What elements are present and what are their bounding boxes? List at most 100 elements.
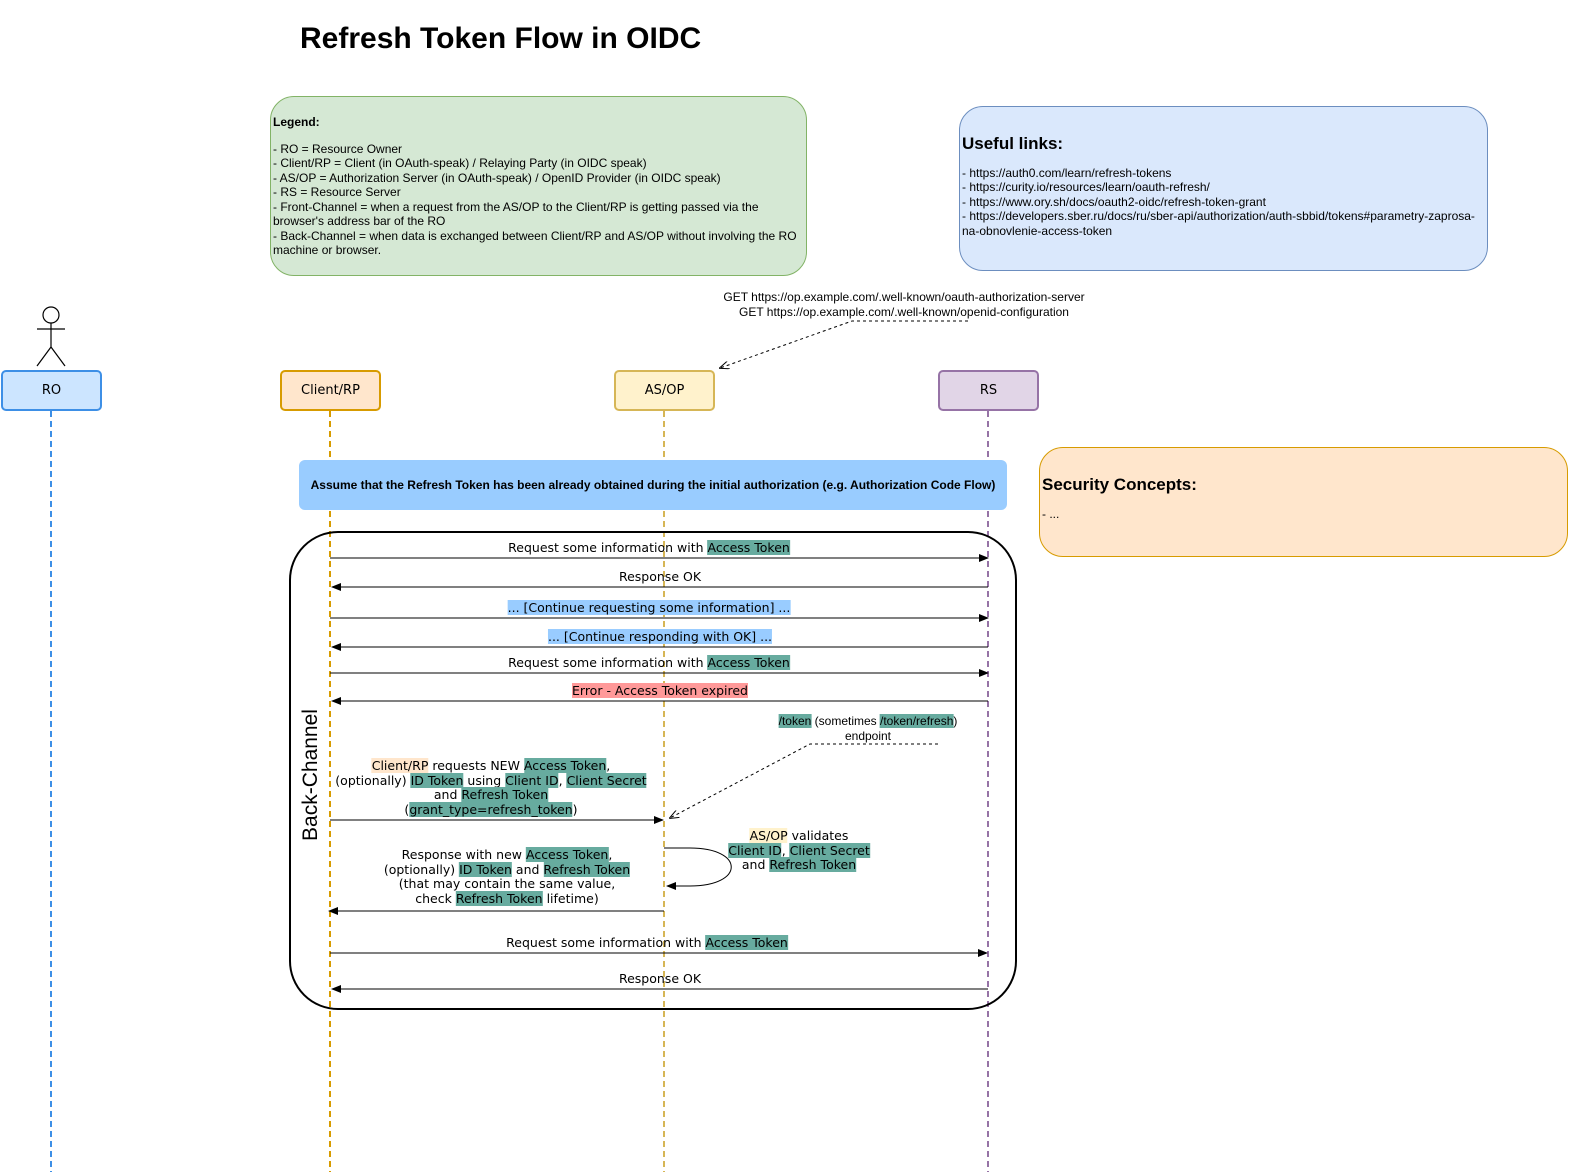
message-text: using xyxy=(463,772,506,788)
continue-highlight: ... [Continue responding with OK] ... xyxy=(547,629,773,644)
token-highlight: Client Secret xyxy=(789,842,870,858)
token-highlight: Refresh Token xyxy=(543,861,631,877)
token-highlight: grant_type=refresh_token xyxy=(409,801,573,817)
message-text: Request some information with xyxy=(508,655,708,670)
validates-line: and Refresh Token xyxy=(728,857,870,873)
message-text: (optionally) xyxy=(383,861,460,877)
message-label: Response OK xyxy=(618,971,702,986)
token-endpoint-label: /token (sometimes /token/refresh) endpoi… xyxy=(778,714,958,744)
validates-line: AS/OP validates xyxy=(728,828,870,844)
endpoint-highlight: /token/refresh xyxy=(880,714,954,728)
legend-line: - AS/OP = Authorization Server (in OAuth… xyxy=(273,170,721,185)
discovery-line: GET https://op.example.com/.well-known/o… xyxy=(723,290,1085,304)
refresh-response-label: Response with new Access Token, (optiona… xyxy=(383,847,631,907)
participant-ro[interactable]: RO xyxy=(1,370,102,411)
error-highlight: Error - Access Token expired xyxy=(572,683,748,698)
legend-line: - Front-Channel = when a request from th… xyxy=(273,199,759,229)
token-highlight: Access Token xyxy=(707,540,790,555)
message-label: Request some information with Access Tok… xyxy=(508,655,790,671)
message-text: Response with new xyxy=(401,847,526,862)
message-label: Request some information with Access Tok… xyxy=(506,935,788,951)
page-title: Refresh Token Flow in OIDC xyxy=(300,22,702,55)
message-label: Error - Access Token expired xyxy=(572,683,748,699)
legend-note: Legend: - RO = Resource Owner - Client/R… xyxy=(270,96,807,276)
actor-icon xyxy=(36,306,66,367)
token-highlight: Refresh Token xyxy=(461,787,549,802)
refresh-request-label: Client/RP requests NEW Access Token, (op… xyxy=(335,758,647,818)
refresh-response-line: Response with new Access Token, xyxy=(384,847,630,863)
participant-client[interactable]: Client/RP xyxy=(280,370,381,411)
endpoint-text: ) xyxy=(953,714,958,728)
token-highlight: Client Secret xyxy=(566,772,647,788)
participant-asop[interactable]: AS/OP xyxy=(614,370,715,411)
refresh-request-line: (grant_type=refresh_token) xyxy=(335,801,646,818)
refresh-request-line: (optionally) ID Token using Client ID, C… xyxy=(335,772,647,789)
token-highlight: Access Token xyxy=(705,935,788,950)
message-text: , xyxy=(781,842,790,858)
token-highlight: Access Token xyxy=(707,655,790,670)
asop-highlight: AS/OP xyxy=(749,828,788,843)
message-text: and xyxy=(511,861,544,877)
link-item[interactable]: - https://curity.io/resources/learn/oaut… xyxy=(962,180,1210,194)
message-text: requests NEW xyxy=(428,758,524,773)
message-text: , xyxy=(608,847,613,862)
endpoint-highlight: /token xyxy=(778,714,812,728)
discovery-label: GET https://op.example.com/.well-known/o… xyxy=(723,290,1084,320)
legend-line: - RS = Resource Server xyxy=(273,185,401,199)
message-label: ... [Continue responding with OK] ... xyxy=(547,629,773,645)
refresh-request-line: Client/RP requests NEW Access Token, xyxy=(335,758,646,774)
discovery-line: GET https://op.example.com/.well-known/o… xyxy=(739,305,1069,319)
legend-line: - Back-Channel = when data is exchanged … xyxy=(273,228,797,258)
message-text: Request some information with xyxy=(506,935,706,950)
token-highlight: Refresh Token xyxy=(769,857,857,872)
message-text: lifetime) xyxy=(542,890,599,906)
message-text: check xyxy=(415,890,456,906)
useful-links-note: Useful links: - https://auth0.com/learn/… xyxy=(959,106,1488,271)
link-item[interactable]: - https://developers.sber.ru/docs/ru/sbe… xyxy=(962,209,1475,238)
link-item[interactable]: - https://auth0.com/learn/refresh-tokens xyxy=(962,165,1172,180)
legend-line: - RO = Resource Owner xyxy=(273,141,403,156)
refresh-response-line: (optionally) ID Token and Refresh Token xyxy=(383,861,631,878)
validates-label: AS/OP validates Client ID, Client Secret… xyxy=(728,828,870,873)
endpoint-text: (sometimes xyxy=(811,714,881,728)
refresh-response-line: (that may contain the same value, xyxy=(398,876,616,891)
client-highlight: Client/RP xyxy=(371,758,429,773)
security-concepts-note: Security Concepts: - ... xyxy=(1039,447,1568,557)
refresh-response-line: check Refresh Token lifetime) xyxy=(384,890,630,907)
validates-line: Client ID, Client Secret xyxy=(728,842,870,859)
message-text: , xyxy=(558,772,567,788)
message-text: ( xyxy=(404,801,410,817)
participant-rs[interactable]: RS xyxy=(938,370,1039,411)
message-label: Response OK xyxy=(618,569,702,584)
token-highlight: Client ID xyxy=(728,842,782,858)
token-highlight: ID Token xyxy=(459,861,512,877)
message-label: Request some information with Access Tok… xyxy=(508,540,790,556)
message-text: validates xyxy=(787,828,849,843)
links-heading: Useful links: xyxy=(962,134,1064,153)
security-heading: Security Concepts: xyxy=(1042,475,1197,494)
token-highlight: ID Token xyxy=(410,772,464,788)
assumption-banner: Assume that the Refresh Token has been a… xyxy=(299,460,1007,510)
token-highlight: Client ID xyxy=(505,772,559,788)
legend-heading: Legend: xyxy=(273,115,320,129)
link-item[interactable]: - https://www.ory.sh/docs/oauth2-oidc/re… xyxy=(962,194,1266,209)
back-channel-label: Back-Channel xyxy=(299,709,322,841)
security-body: - ... xyxy=(1042,506,1060,521)
message-text: and xyxy=(741,857,770,872)
message-text: , xyxy=(606,758,611,773)
message-text: Request some information with xyxy=(508,540,708,555)
token-endpoint-line: /token (sometimes /token/refresh) xyxy=(778,714,958,729)
discovery-connector xyxy=(720,320,968,368)
refresh-request-line: and Refresh Token xyxy=(335,787,646,803)
arrow-self-validate xyxy=(664,847,732,890)
continue-highlight: ... [Continue requesting some informatio… xyxy=(507,600,791,615)
back-channel-frame xyxy=(289,531,1017,1010)
message-text: and xyxy=(433,787,462,802)
legend-line: - Client/RP = Client (in OAuth-speak) / … xyxy=(273,156,647,170)
token-highlight: Refresh Token xyxy=(455,890,543,906)
message-text: ) xyxy=(572,801,578,817)
token-highlight: Access Token xyxy=(523,758,607,773)
token-endpoint-line: endpoint xyxy=(844,729,892,743)
message-text: (optionally) xyxy=(335,772,411,788)
